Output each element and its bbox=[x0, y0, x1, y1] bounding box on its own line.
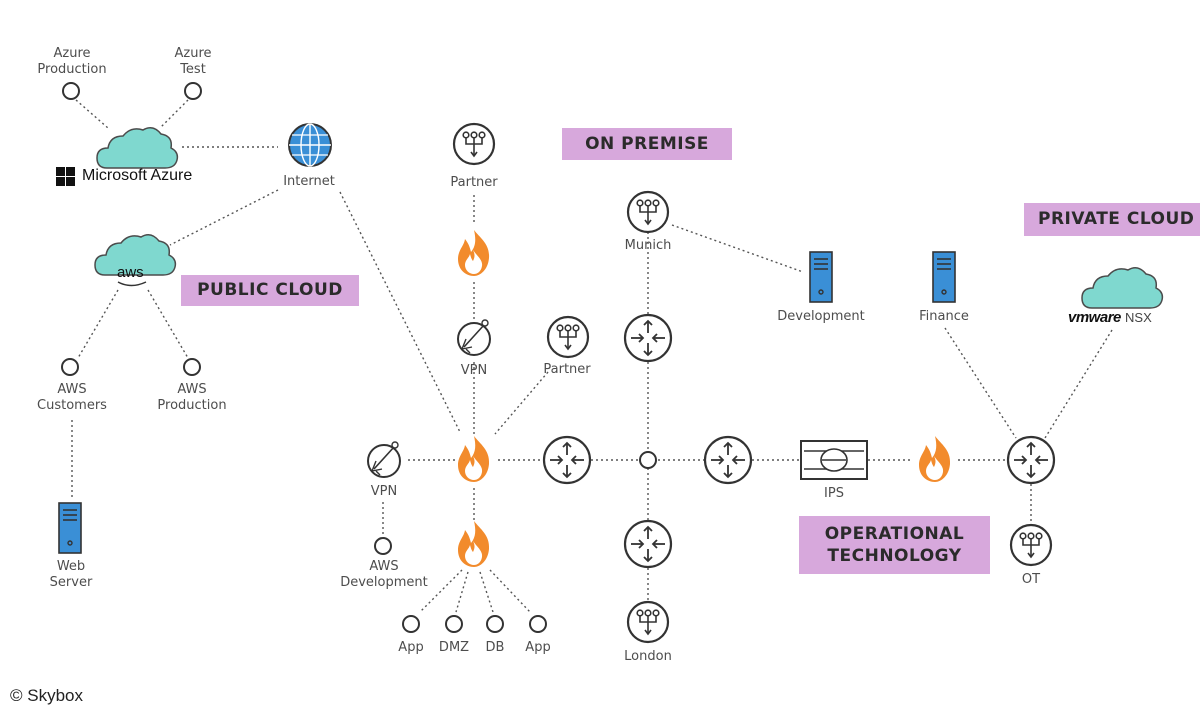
web-server-label: Web Server bbox=[49, 559, 93, 590]
ips-icon bbox=[800, 440, 868, 480]
partner-top-switch-icon bbox=[452, 122, 496, 166]
aws-smile-icon bbox=[117, 281, 147, 287]
ot-label: OT bbox=[1021, 572, 1041, 587]
on-premise-tag: ON PREMISE bbox=[562, 128, 732, 160]
aws-logo-label: aws bbox=[117, 264, 144, 281]
aws-production-endpoint-icon bbox=[183, 358, 201, 376]
internet-label: Internet bbox=[283, 174, 335, 189]
vmware-logo-label: vmware NSX bbox=[1068, 309, 1152, 326]
ips-label: IPS bbox=[824, 486, 844, 501]
windows-logo-icon bbox=[56, 167, 75, 186]
connection-lines bbox=[71, 99, 1113, 613]
azure-production-label: Azure Production bbox=[37, 46, 107, 77]
development-server-icon bbox=[809, 251, 833, 303]
db-endpoint-icon bbox=[486, 615, 504, 633]
vpn-top-icon bbox=[457, 319, 491, 356]
aws-customers-endpoint-icon bbox=[61, 358, 79, 376]
aws-customers-label: AWS Customers bbox=[37, 382, 107, 413]
finance-server-icon bbox=[932, 251, 956, 303]
partner-mid-switch-icon bbox=[546, 315, 590, 359]
router-munich-icon bbox=[623, 313, 673, 363]
router-core-icon bbox=[542, 435, 592, 485]
nsx-label: NSX bbox=[1125, 310, 1152, 325]
app-label: App bbox=[525, 640, 551, 655]
firewall-ot-icon bbox=[919, 436, 951, 482]
dmz-endpoint-icon bbox=[445, 615, 463, 633]
operational-technology-tag: OPERATIONAL TECHNOLOGY bbox=[799, 516, 990, 574]
copyright-watermark: © Skybox bbox=[10, 686, 83, 705]
vpn-top-label: VPN bbox=[460, 363, 488, 378]
vpn-left-label: VPN bbox=[370, 484, 398, 499]
web-server-icon bbox=[58, 502, 82, 554]
munich-label: Munich bbox=[624, 238, 672, 253]
dmz-label: DMZ bbox=[438, 640, 470, 655]
vmware-cloud-icon bbox=[1081, 267, 1164, 309]
aws-development-label: AWS Development bbox=[340, 559, 428, 590]
firewall-core-icon bbox=[458, 436, 490, 482]
public-cloud-tag: PUBLIC CLOUD bbox=[181, 275, 359, 306]
private-cloud-tag: PRIVATE CLOUD bbox=[1024, 203, 1200, 236]
london-label: London bbox=[624, 649, 672, 664]
router-east-icon bbox=[703, 435, 753, 485]
app-label: App bbox=[398, 640, 424, 655]
router-london-icon bbox=[623, 519, 673, 569]
development-label: Development bbox=[777, 309, 865, 324]
partner-mid-label: Partner bbox=[543, 362, 591, 377]
aws-production-label: AWS Production bbox=[157, 382, 227, 413]
app-endpoint-icon bbox=[402, 615, 420, 633]
azure-test-endpoint-icon bbox=[184, 82, 202, 100]
partner-top-label: Partner bbox=[450, 175, 498, 190]
db-label: DB bbox=[485, 640, 505, 655]
globe-icon bbox=[288, 123, 332, 167]
aws-development-endpoint-icon bbox=[374, 537, 392, 555]
firewall-dmz-icon bbox=[458, 521, 490, 567]
vpn-left-icon bbox=[367, 441, 401, 478]
azure-test-label: Azure Test bbox=[174, 46, 212, 77]
ot-switch-icon bbox=[1009, 523, 1053, 567]
vmware-label: vmware bbox=[1068, 309, 1121, 326]
app-endpoint-icon bbox=[529, 615, 547, 633]
firewall-partner-icon bbox=[458, 230, 490, 276]
munich-switch-icon bbox=[626, 190, 670, 234]
hub-endpoint-icon bbox=[639, 451, 657, 469]
finance-label: Finance bbox=[919, 309, 969, 324]
azure-cloud-icon bbox=[96, 127, 179, 169]
microsoft-azure-label: Microsoft Azure bbox=[82, 167, 193, 184]
azure-production-endpoint-icon bbox=[62, 82, 80, 100]
router-private-cloud-icon bbox=[1006, 435, 1056, 485]
london-switch-icon bbox=[626, 600, 670, 644]
